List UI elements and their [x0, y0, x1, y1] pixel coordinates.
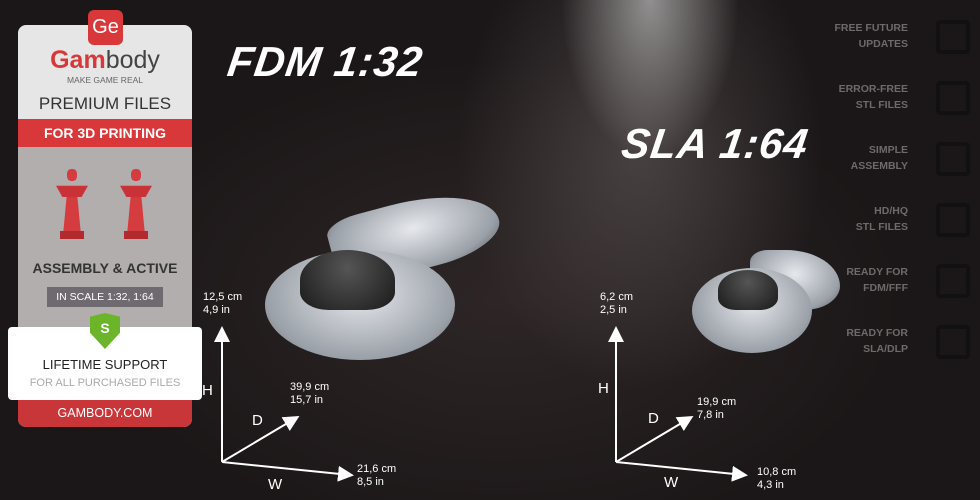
- feature-label: FREE FUTURE UPDATES: [834, 22, 909, 50]
- feature-label: READY FOR FDM/FFF: [846, 266, 908, 294]
- sla-height: 6,2 cm 2,5 in: [600, 291, 634, 316]
- scale-badge: IN SCALE 1:32, 1:64: [47, 287, 163, 307]
- feature-item: HD/HQ STL FILES: [810, 203, 970, 243]
- sla-width: 10,8 cm 4,3 in: [757, 466, 797, 491]
- puzzle-icon: [936, 142, 970, 176]
- gambody-link[interactable]: GAMBODY.COM: [18, 400, 192, 427]
- feature-item: SIMPLE ASSEMBLY: [810, 142, 970, 182]
- feature-label: READY FOR SLA/DLP: [846, 327, 908, 355]
- articulated-figure-icon: [116, 169, 156, 241]
- fdm-d-label: D: [252, 412, 263, 429]
- sla-printer-icon: [936, 325, 970, 359]
- feature-label: SIMPLE ASSEMBLY: [850, 144, 908, 172]
- feature-label: HD/HQ STL FILES: [855, 205, 908, 233]
- sla-w-label: W: [664, 474, 679, 491]
- sla-depth: 19,9 cm 7,8 in: [697, 396, 737, 421]
- fdm-width: 21,6 cm 8,5 in: [357, 463, 397, 488]
- premium-files: PREMIUM FILES: [38, 94, 172, 113]
- feature-item: ERROR-FREE STL FILES: [810, 81, 970, 121]
- feature-item: FREE FUTURE UPDATES: [810, 20, 970, 60]
- sla-d-label: D: [648, 410, 659, 427]
- fdm-depth: 39,9 cm 15,7 in: [290, 381, 330, 406]
- assembly-active: ASSEMBLY & ACTIVE: [32, 260, 178, 276]
- fdm-w-label: W: [268, 476, 283, 493]
- gambody-promo-card: Ge Gambody MAKE GAME REAL PREMIUM FILES …: [8, 10, 202, 427]
- feature-label: ERROR-FREE STL FILES: [838, 83, 908, 111]
- brand-name: Gambody: [50, 46, 160, 74]
- spotlight: [560, 0, 740, 160]
- sync-files-icon: [936, 20, 970, 54]
- for-3d-printing: FOR 3D PRINTING: [18, 119, 192, 147]
- sla-h-label: H: [598, 380, 609, 397]
- gambody-logo-icon: Ge: [88, 10, 123, 45]
- figures-panel: ASSEMBLY & ACTIVE IN SCALE 1:32, 1:64: [18, 147, 192, 327]
- fdm-h-label: H: [202, 382, 213, 399]
- static-figure-icon: [52, 169, 92, 241]
- figure-icon: [936, 203, 970, 237]
- feature-item: READY FOR FDM/FFF: [810, 264, 970, 304]
- fdm-height: 12,5 cm 4,9 in: [203, 291, 243, 316]
- fdm-printer-icon: [936, 264, 970, 298]
- all-files-note: FOR ALL PURCHASED FILES: [29, 377, 181, 389]
- file-check-icon: [936, 81, 970, 115]
- tagline: MAKE GAME REAL: [66, 75, 144, 85]
- feature-item: READY FOR SLA/DLP: [810, 325, 970, 365]
- lifetime-support: LIFETIME SUPPORT: [42, 357, 168, 372]
